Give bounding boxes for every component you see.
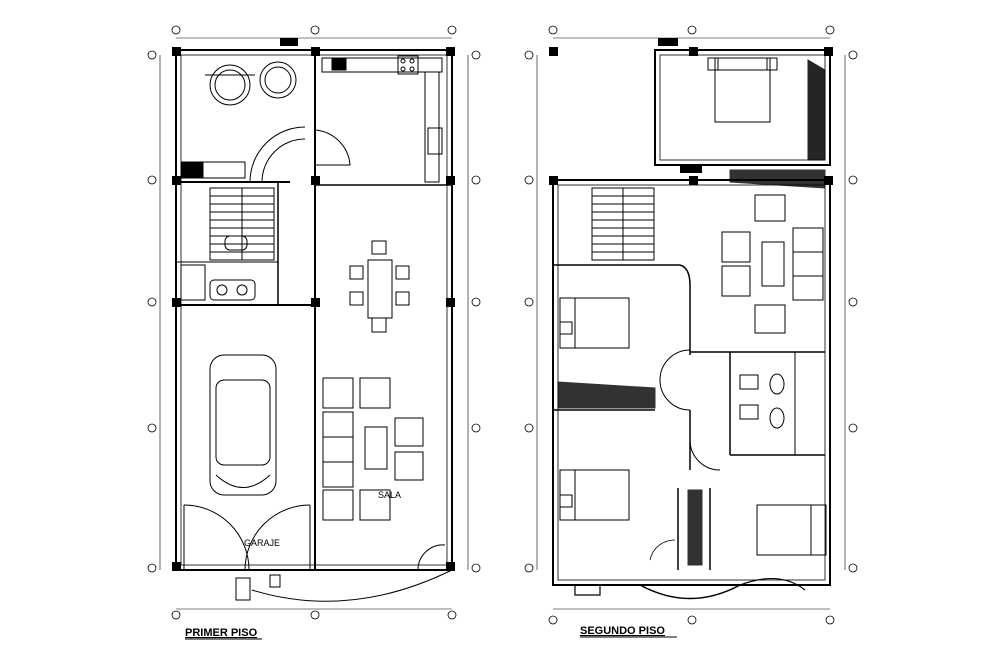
plan-title-primer-piso: PRIMER PISO [185,627,258,639]
second-floor-plan: SEGUNDO PISO [524,25,858,638]
stove-icon [321,55,443,183]
dining-table-icon [367,240,393,333]
armchair-icon [322,377,424,521]
room-label-garaje: GARAJE [244,538,280,548]
water-tank-icon [205,61,297,106]
door-swing-icon [183,504,453,602]
door-swing-icon [659,349,721,471]
car-icon [209,354,277,496]
bed-icon [559,469,630,521]
bed-icon [756,504,827,556]
sink-icon [739,374,759,420]
bed-icon [707,57,778,123]
stair-icon [209,187,275,261]
first-floor-plan: SALA GARAJE PRIMER PISO [147,25,481,640]
toilet-icon [769,373,785,429]
sink-icon [209,279,256,301]
chair-icon [349,265,410,306]
grid-bubble-icon [147,25,481,620]
room-label-sala: SALA [378,490,401,500]
sofa-icon [322,411,388,488]
bed-icon [559,297,630,349]
sofa-icon [761,227,824,301]
plan-title-segundo-piso: SEGUNDO PISO [580,625,665,637]
grid-bubble-icon [524,25,858,625]
armchair-icon [721,194,786,334]
door-swing-icon [249,126,351,183]
stair-icon [591,187,655,261]
